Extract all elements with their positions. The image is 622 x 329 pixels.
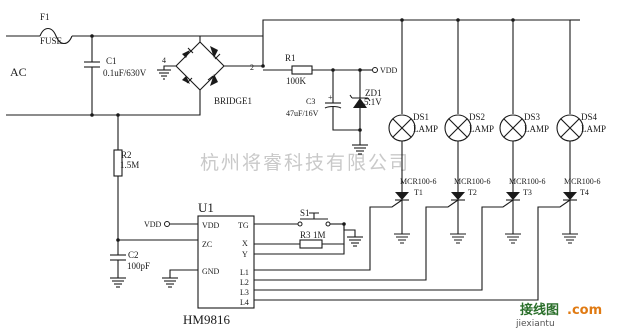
capacitor-c1: C1 0.1uF/630V — [84, 34, 147, 117]
c1-value-label: 0.1uF/630V — [103, 68, 147, 78]
switch-s1: S1 — [254, 208, 356, 237]
ic-pin-tg: TG — [238, 221, 249, 230]
lamp-4-type: LAMP — [581, 124, 606, 134]
ground-c2 — [110, 277, 126, 288]
bridge-ref-label: BRIDGE1 — [214, 96, 252, 106]
ic-pin-l2: L2 — [240, 278, 249, 287]
capacitor-c2: C2 100pF — [110, 238, 150, 278]
scr-3-part: MCR100-6 — [509, 177, 545, 186]
ic-u1: U1 HM9816 VDD ZC GND TG X Y L1 L2 L3 L4 — [183, 200, 255, 327]
scr-2-ref: T2 — [468, 188, 477, 197]
ground-zener — [352, 144, 368, 155]
ic-pin-zc: ZC — [202, 240, 212, 249]
scr-4-ref: T4 — [580, 188, 589, 197]
ground-ic — [162, 277, 178, 288]
lamp-3-type: LAMP — [524, 124, 549, 134]
svg-text:+: + — [328, 93, 333, 102]
vdd-input-label: VDD — [144, 220, 162, 229]
ground-bridge — [157, 65, 176, 80]
ic-pin-l4: L4 — [240, 298, 249, 307]
scr-2-part: MCR100-6 — [454, 177, 490, 186]
fuse-type-label: FUSE — [40, 36, 63, 46]
c2-ref-label: C2 — [128, 250, 139, 260]
logo-cn-text: 接线图 — [520, 302, 559, 318]
lamp-1-type: LAMP — [413, 124, 438, 134]
c3-ref-label: C3 — [306, 97, 315, 106]
watermark-text: 杭州将睿科技有限公司 — [200, 152, 410, 174]
lamp-stage-2: DS2 LAMP MCR100-6 T2 — [254, 18, 494, 281]
c1-ref-label: C1 — [106, 56, 117, 66]
ic-pin-l3: L3 — [240, 288, 249, 297]
c3-value-label: 47uF/16V — [286, 109, 319, 118]
logo-dotcom-text: .com — [567, 303, 602, 318]
zd1-value-label: 5.1V — [364, 97, 382, 107]
resistor-r2: R2 1.5M — [113, 115, 139, 240]
scr-1-ref: T1 — [414, 188, 423, 197]
scr-3-ref: T3 — [523, 188, 532, 197]
scr-1-part: MCR100-6 — [400, 177, 436, 186]
lamp-stage-3: DS3 LAMP MCR100-6 T3 — [254, 18, 549, 291]
capacitor-c3: + C3 47uF/16V — [286, 70, 360, 131]
site-logo: 接线图 .com jiexiantu — [515, 302, 602, 329]
lamp-stage-1: DS1 LAMP MCR100-6 T1 — [254, 18, 438, 271]
fuse-f1: F1 FUSE — [6, 12, 263, 46]
ic-pin-x: X — [242, 239, 248, 248]
ic-name-label: HM9816 — [183, 312, 230, 327]
bridge-node2-label: 2 — [250, 63, 254, 72]
lamp-2-type: LAMP — [469, 124, 494, 134]
r3-value-label: 1M — [313, 230, 326, 240]
ground-switch — [347, 236, 363, 247]
ic-pin-y: Y — [242, 250, 248, 259]
ic-pin-gnd: GND — [202, 267, 220, 276]
logo-url-text: jiexiantu — [515, 319, 555, 329]
vdd-top-label: VDD — [380, 66, 398, 75]
ic-pin-l1: L1 — [240, 268, 249, 277]
ic-ref-label: U1 — [198, 200, 214, 215]
fuse-ref-label: F1 — [40, 12, 50, 22]
zd1-ref-label: ZD1 — [365, 88, 382, 98]
resistor-r1: R1 100K — [263, 53, 362, 86]
lamp-2-ds: DS2 — [469, 112, 485, 122]
lamp-4-ds: DS4 — [581, 112, 598, 122]
lamp-stage-4: DS4 LAMP MCR100-6 T4 — [254, 20, 606, 301]
ic-pin-vdd: VDD — [202, 221, 220, 230]
r2-value-label: 1.5M — [120, 160, 139, 170]
resistor-r3: R3 1M — [254, 224, 345, 255]
r2-ref-label: R2 — [121, 150, 132, 160]
s1-ref-label: S1 — [300, 208, 310, 218]
scr-4-part: MCR100-6 — [564, 177, 600, 186]
lamp-1-ds: DS1 — [413, 112, 429, 122]
r1-ref-label: R1 — [285, 53, 296, 63]
ac-label: AC — [10, 65, 27, 79]
r1-value-label: 100K — [286, 76, 307, 86]
bridge-node4-label: 4 — [162, 56, 166, 65]
bridge-rectifier: 4 2 BRIDGE1 — [118, 36, 254, 116]
c2-value-label: 100pF — [127, 261, 150, 271]
zener-zd1: ZD1 5.1V — [349, 70, 382, 145]
lamp-3-ds: DS3 — [524, 112, 541, 122]
r3-ref-label: R3 — [300, 230, 311, 240]
